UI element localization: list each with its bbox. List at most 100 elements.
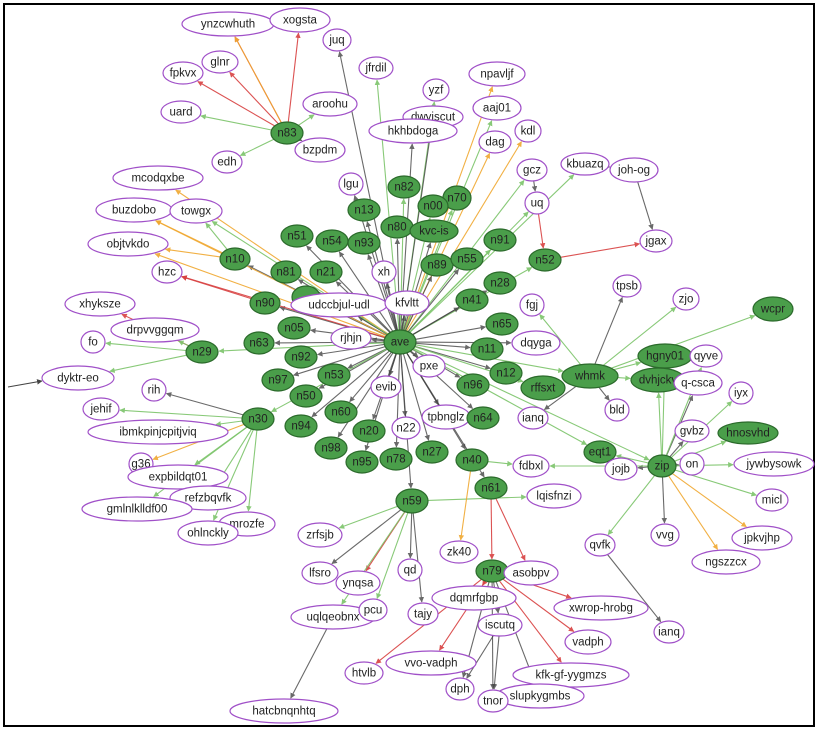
- node-lqisfnzi[interactable]: lqisfnzi: [526, 483, 582, 509]
- node-hzc[interactable]: hzc: [151, 260, 183, 284]
- node-pcu[interactable]: pcu: [358, 598, 388, 622]
- node-hnosvhd[interactable]: hnosvhd: [717, 421, 779, 445]
- node-hgny01[interactable]: hgny01: [637, 343, 693, 369]
- node-eqt1[interactable]: eqt1: [583, 440, 617, 464]
- node-lgu[interactable]: lgu: [338, 172, 364, 196]
- node-pxe[interactable]: pxe: [412, 354, 446, 378]
- node-fpkvx[interactable]: fpkvx: [162, 61, 204, 85]
- node-fdbxl[interactable]: fdbxl: [512, 454, 550, 478]
- node-n00[interactable]: n00: [417, 194, 449, 218]
- node-on[interactable]: on: [679, 452, 705, 476]
- node-n93[interactable]: n93: [347, 231, 381, 255]
- node-aroohu[interactable]: aroohu: [302, 91, 358, 117]
- node-vadph[interactable]: vadph: [564, 629, 612, 655]
- node-gvbz[interactable]: gvbz: [674, 419, 710, 443]
- node-whmk[interactable]: whmk: [561, 363, 619, 389]
- node-n12[interactable]: n12: [489, 361, 523, 385]
- node-micl[interactable]: micl: [755, 488, 789, 512]
- node-n50[interactable]: n50: [289, 384, 323, 408]
- node-edh[interactable]: edh: [211, 150, 243, 174]
- node-n30[interactable]: n30: [241, 407, 275, 431]
- node-n80[interactable]: n80: [380, 215, 414, 239]
- node-n82[interactable]: n82: [387, 175, 421, 199]
- node-n78[interactable]: n78: [379, 447, 413, 471]
- node-dqyga[interactable]: dqyga: [511, 330, 561, 356]
- node-objtvkdo[interactable]: objtvkdo: [87, 231, 169, 257]
- node-n22[interactable]: n22: [391, 416, 421, 440]
- node-n10[interactable]: n10: [219, 247, 251, 271]
- node-n92[interactable]: n92: [284, 345, 318, 369]
- node-drpvvggqm[interactable]: drpvvggqm: [110, 317, 200, 343]
- node-rih[interactable]: rih: [141, 378, 167, 402]
- node-uard[interactable]: uard: [160, 100, 202, 124]
- node-gcz[interactable]: gcz: [516, 158, 548, 182]
- node-tpbnglz[interactable]: tpbnglz: [421, 404, 471, 430]
- node-zjo[interactable]: zjo: [672, 287, 700, 311]
- node-ynzcwhuth[interactable]: ynzcwhuth: [181, 11, 275, 37]
- node-n81[interactable]: n81: [270, 260, 302, 284]
- node-xwrop-hrobg[interactable]: xwrop-hrobg: [553, 595, 649, 621]
- node-udccbjul-udl[interactable]: udccbjul-udl: [290, 292, 388, 318]
- node-uq[interactable]: uq: [524, 191, 550, 215]
- node-n27[interactable]: n27: [415, 440, 449, 464]
- node-joh-og[interactable]: joh-og: [609, 157, 659, 183]
- node-n40[interactable]: n40: [455, 448, 489, 472]
- node-kvc-is[interactable]: kvc-is: [409, 219, 459, 243]
- node-towgx[interactable]: towgx: [169, 198, 223, 224]
- node-n89[interactable]: n89: [420, 253, 454, 277]
- node-n61[interactable]: n61: [474, 476, 508, 500]
- node-vvo-vadph[interactable]: vvo-vadph: [385, 650, 477, 676]
- node-htvlb[interactable]: htvlb: [344, 661, 384, 685]
- node-n55[interactable]: n55: [450, 247, 484, 271]
- node-kbuazq[interactable]: kbuazq: [560, 152, 610, 176]
- node-rjhjn[interactable]: rjhjn: [330, 326, 372, 350]
- node-n54[interactable]: n54: [315, 229, 349, 253]
- node-ianq2[interactable]: ianq: [653, 620, 685, 644]
- node-n11[interactable]: n11: [470, 337, 504, 361]
- node-asobpv[interactable]: asobpv: [503, 560, 559, 586]
- node-n63[interactable]: n63: [243, 331, 275, 355]
- node-dph[interactable]: dph: [445, 677, 475, 701]
- node-ohlnckly[interactable]: ohlnckly: [177, 520, 239, 546]
- node-qd[interactable]: qd: [397, 558, 423, 582]
- node-iscutq[interactable]: iscutq: [477, 613, 523, 637]
- node-n29[interactable]: n29: [185, 340, 219, 364]
- node-wcpr[interactable]: wcpr: [752, 296, 794, 322]
- node-n79[interactable]: n79: [475, 559, 509, 583]
- node-bld[interactable]: bld: [604, 398, 630, 422]
- node-n96[interactable]: n96: [456, 373, 490, 397]
- node-kfk-gf-yygmzs[interactable]: kfk-gf-yygmzs: [512, 662, 630, 688]
- node-ynqsa[interactable]: ynqsa: [335, 570, 381, 596]
- node-bzpdm[interactable]: bzpdm: [294, 137, 346, 163]
- node-n65[interactable]: n65: [485, 312, 519, 336]
- node-hkhbdoga[interactable]: hkhbdoga: [368, 118, 458, 144]
- node-n98[interactable]: n98: [314, 436, 348, 460]
- node-juq[interactable]: juq: [322, 28, 352, 52]
- node-buzdobo[interactable]: buzdobo: [95, 197, 173, 223]
- node-dyktr-eo[interactable]: dyktr-eo: [41, 365, 115, 391]
- node-ibmkpinjcpitjviq[interactable]: ibmkpinjcpitjviq: [87, 419, 229, 445]
- node-n59[interactable]: n59: [395, 488, 429, 514]
- node-iyx[interactable]: iyx: [728, 381, 754, 405]
- node-jfrdil[interactable]: jfrdil: [358, 56, 394, 80]
- node-n91[interactable]: n91: [483, 228, 517, 252]
- node-xogsta[interactable]: xogsta: [269, 7, 331, 33]
- node-dag[interactable]: dag: [478, 130, 512, 154]
- node-n05[interactable]: n05: [277, 316, 311, 340]
- node-jojb[interactable]: jojb: [604, 457, 638, 481]
- node-n53[interactable]: n53: [317, 363, 351, 387]
- node-vvg[interactable]: vvg: [650, 523, 680, 547]
- node-fgj[interactable]: fgj: [519, 293, 545, 317]
- node-refzbqvfk[interactable]: refzbqvfk: [169, 485, 247, 511]
- node-xh[interactable]: xh: [371, 260, 397, 284]
- node-n13[interactable]: n13: [347, 198, 381, 222]
- node-expbildqt01[interactable]: expbildqt01: [127, 464, 229, 490]
- node-n94[interactable]: n94: [284, 414, 318, 438]
- node-zip[interactable]: zip: [647, 454, 677, 478]
- node-hatcbnqnhtq[interactable]: hatcbnqnhtq: [229, 698, 339, 724]
- node-ianq1[interactable]: ianq: [517, 406, 549, 430]
- node-n64[interactable]: n64: [466, 406, 500, 430]
- node-npavljf[interactable]: npavljf: [468, 61, 526, 87]
- node-jpkvjhp[interactable]: jpkvjhp: [731, 525, 793, 551]
- node-glnr[interactable]: glnr: [201, 50, 239, 74]
